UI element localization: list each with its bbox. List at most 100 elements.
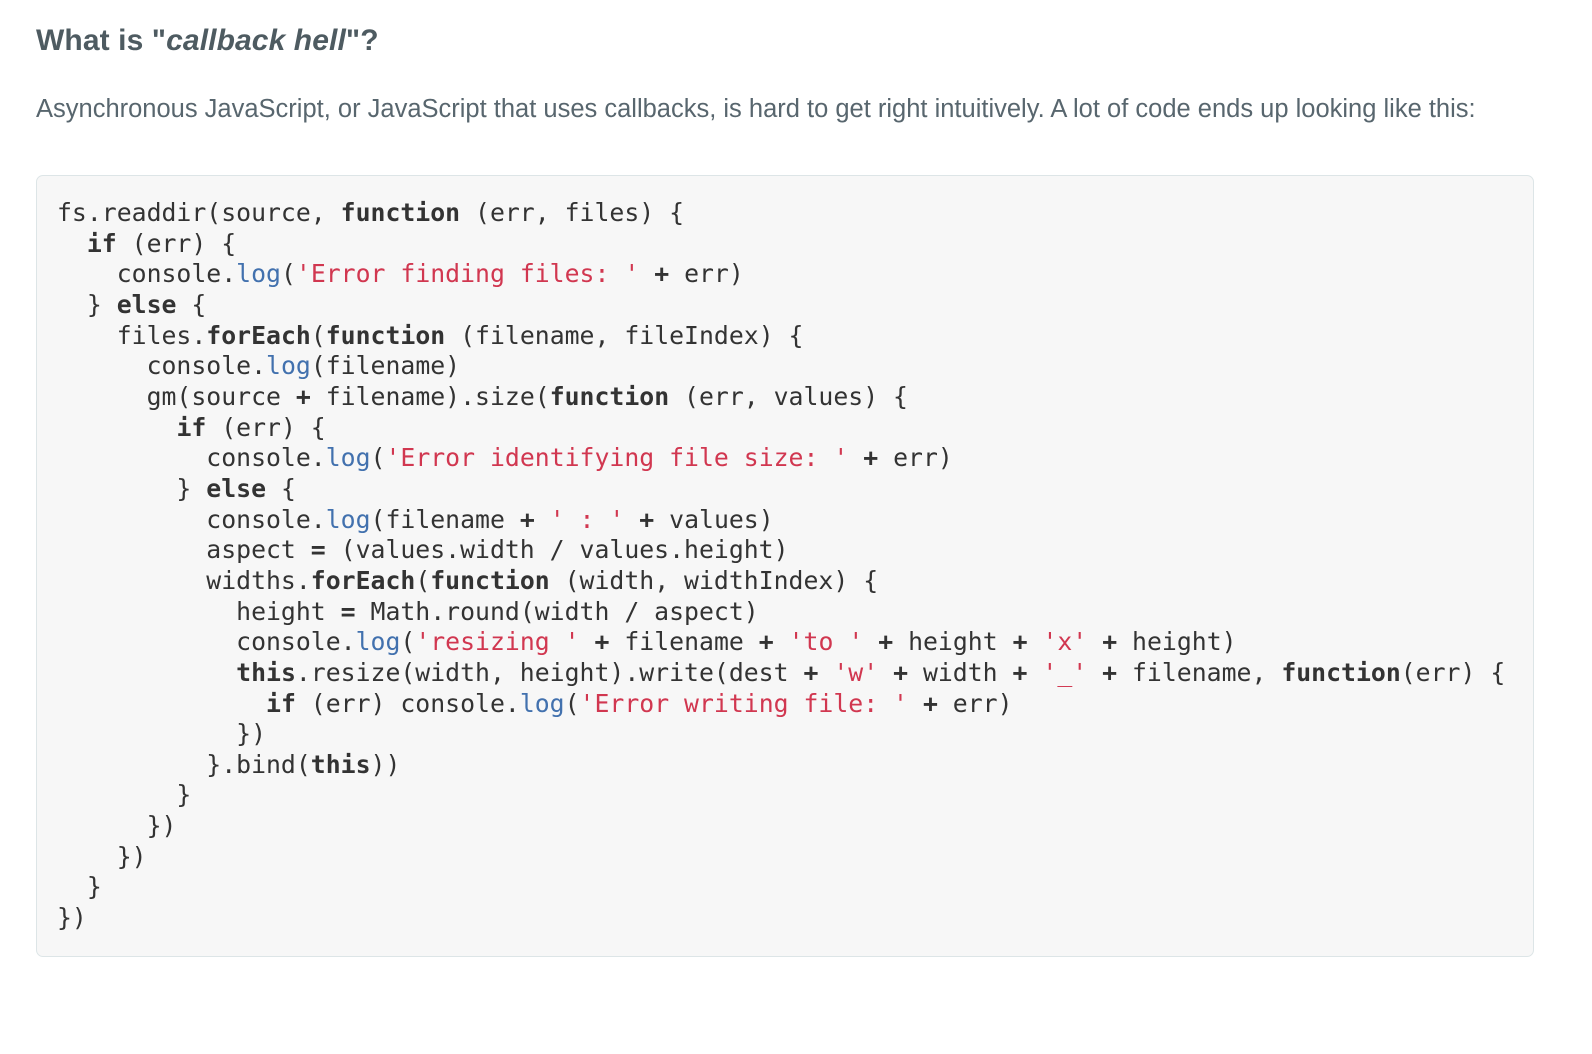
code-token-pln: )) <box>370 749 401 779</box>
code-token-kw: else <box>206 473 267 503</box>
code-token-pln: }) <box>57 903 87 933</box>
code-token-kw: function <box>430 565 550 595</box>
code-token-str: 'Error identifying file size: ' <box>385 443 849 473</box>
code-token-op: + <box>1102 657 1118 687</box>
code-token-pln <box>57 413 176 442</box>
code-token-pln: }) <box>57 841 147 871</box>
code-token-kw: function <box>549 381 670 411</box>
page-title: What is "callback hell"? <box>36 0 1556 60</box>
code-token-op: + <box>1102 627 1118 657</box>
code-token-op: + <box>654 259 670 289</box>
code-token-pln <box>908 689 923 718</box>
code-token-pln: }) <box>57 719 267 749</box>
code-token-pln <box>818 658 833 687</box>
code-token-blt: log <box>266 351 311 381</box>
code-token-pln: (values.width / values.height) <box>325 535 789 565</box>
code-token-str: '_' <box>1042 657 1088 687</box>
code-token-str: 'Error writing file: ' <box>579 688 908 718</box>
page-title-emphasis: callback hell <box>166 24 346 57</box>
intro-paragraph: Asynchronous JavaScript, or JavaScript t… <box>36 95 1476 123</box>
code-token-str: ' : ' <box>549 504 625 534</box>
code-token-pln: err) <box>937 688 1013 718</box>
code-token-pln: height <box>57 596 341 626</box>
code-token-pln <box>848 443 863 472</box>
code-token-kw: this <box>236 657 296 687</box>
code-token-kw: this <box>310 749 371 779</box>
code-token-pln: gm(source <box>57 381 296 411</box>
code-token-pln: console. <box>57 259 237 289</box>
code-token-pln: height <box>893 627 1013 657</box>
code-token-op: + <box>922 688 938 718</box>
code-token-kw: if <box>266 688 296 718</box>
code-token-pln: ( <box>564 688 580 718</box>
code-token-op: + <box>639 504 655 534</box>
code-token-kw: if <box>86 228 117 258</box>
code-token-pln: Math.round(width / aspect) <box>355 596 759 626</box>
code-token-pln: filename).size( <box>310 381 550 411</box>
code-token-pln: fs.readdir(source, <box>57 198 341 227</box>
code-token-op: + <box>863 443 879 473</box>
code-token-pln <box>535 505 550 534</box>
code-token-pln <box>878 658 893 687</box>
code-token-pln <box>1087 627 1102 656</box>
code-token-pln: (filename <box>370 504 520 534</box>
code-token-pln: console. <box>57 627 356 657</box>
code-token-op: + <box>1012 657 1028 687</box>
code-token-pln <box>774 627 789 656</box>
code-token-pln: { <box>266 473 296 503</box>
code-token-pln: .resize(width, height).write(dest <box>295 657 804 687</box>
code-token-pln <box>639 259 654 288</box>
code-token-op: + <box>803 657 819 687</box>
code-token-op: + <box>594 627 610 657</box>
code-token-pln: width <box>908 657 1013 687</box>
code-token-pln: (filename, fileIndex) { <box>445 320 804 350</box>
code-token-op: + <box>878 627 894 657</box>
code-token-pln: err) <box>669 259 744 289</box>
code-token-kw: function <box>1281 657 1401 687</box>
code-token-pln: (err, files) { <box>460 198 685 227</box>
code-token-op: + <box>519 504 535 534</box>
code-token-pln <box>580 627 595 656</box>
code-token-pln <box>863 627 878 656</box>
code-token-pln: height) <box>1117 627 1237 657</box>
code-token-pln: console. <box>57 504 326 534</box>
code-token-pln: aspect <box>57 535 311 565</box>
code-token-pln: console. <box>57 351 267 381</box>
code-token-pln: ( <box>400 627 416 657</box>
code-token-pln: } <box>57 289 117 319</box>
code-token-op: + <box>295 381 311 411</box>
code-token-str: 'Error finding files: ' <box>295 259 640 289</box>
code-token-pln: filename <box>609 627 759 657</box>
code-token-pln: ( <box>415 565 431 595</box>
code-token-pln <box>57 658 236 687</box>
code-token-pln: } <box>57 872 102 902</box>
code-token-kw: else <box>116 289 177 319</box>
code-token-pln: }) <box>57 811 177 841</box>
code-block: fs.readdir(source, function (err, files)… <box>36 175 1534 957</box>
code-token-kw: function <box>325 320 446 350</box>
code-token-pln: (err) console. <box>295 688 520 718</box>
code-token-op: + <box>1012 627 1028 657</box>
code-content[interactable]: fs.readdir(source, function (err, files)… <box>57 198 1515 934</box>
code-token-pln: console. <box>57 443 326 473</box>
code-token-pln: } <box>57 473 207 503</box>
code-token-pln: (err, values) { <box>669 381 908 411</box>
code-token-blt: log <box>236 259 281 289</box>
code-token-pln <box>1028 627 1043 656</box>
code-token-op: + <box>893 657 909 687</box>
code-token-pln: ( <box>370 443 386 473</box>
page-title-prefix: What is " <box>36 24 167 57</box>
code-token-pln: (err) { <box>1400 657 1506 687</box>
code-token-pln: ( <box>280 259 296 289</box>
code-token-pln: filename, <box>1117 657 1282 687</box>
code-token-op: = <box>340 596 356 626</box>
code-token-pln: ( <box>310 320 326 350</box>
code-token-pln <box>1027 658 1042 687</box>
code-token-fn: forEach <box>206 320 311 350</box>
code-token-pln: { <box>176 289 207 319</box>
code-token-pln <box>57 689 266 718</box>
code-token-kw: if <box>176 412 207 442</box>
code-token-blt: log <box>325 443 371 473</box>
code-token-kw: function <box>340 198 461 227</box>
code-token-pln <box>1087 658 1102 687</box>
